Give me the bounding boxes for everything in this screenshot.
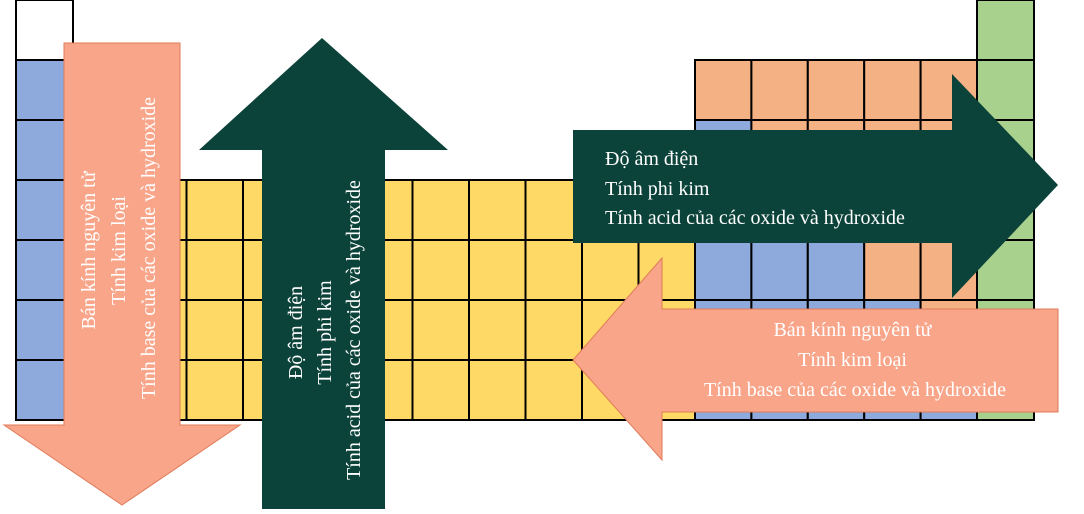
p-block-cell [694,59,753,121]
p-block-cell [694,239,753,301]
arrow-right-trend: Độ âm điện Tính phi kim Tính acid của cá… [573,74,1058,298]
arrow-left-trend: Bán kính nguyên tử Tính kim loại Tính ba… [572,256,1059,462]
d-block-cell [185,239,244,301]
arrow-left-line-2: Tính kim loại [798,349,907,371]
hydrogen-cell [15,0,74,61]
arrow-right-line-3: Tính acid của các oxide và hydroxide [605,207,905,229]
arrow-up-line-1: Độ âm điện [285,286,307,379]
d-block-cell [185,359,244,421]
arrow-left-text: Bán kính nguyên tử Tính kim loại Tính ba… [704,319,1006,401]
d-block-cell [524,239,583,301]
arrow-down-shape [2,42,242,506]
noble-gas-cell [976,0,1035,61]
d-block-cell [411,179,470,241]
arrow-right-shape [573,74,1058,298]
d-block-cell [468,359,527,421]
arrow-up-trend: Độ âm điện Tính phi kim Tính acid của cá… [199,38,448,509]
d-block-cell [468,239,527,301]
p-block-cell [863,59,922,121]
arrow-right-line-2: Tính phi kim [605,178,710,200]
noble-gas-cell [976,59,1035,121]
p-block-cell [863,239,922,301]
arrow-up-line-2: Tính phi kim [314,280,336,385]
d-block-cell [524,359,583,421]
p-block-cell [750,239,809,301]
arrow-up-line-3: Tính acid của các oxide và hydroxide [343,180,365,480]
arrow-right-line-1: Độ âm điện [605,148,698,170]
d-block-cell [411,239,470,301]
arrow-up-shape [199,38,448,509]
d-block-cell [411,299,470,361]
p-block-cell [750,59,809,121]
arrow-left-shape [572,256,1059,462]
d-block-cell [411,359,470,421]
d-block-cell [581,239,640,301]
arrow-down-trend: Bán kính nguyên tử Tính kim loại Tính ba… [2,42,242,506]
d-block-cell [524,299,583,361]
arrow-down-line-2: Tính kim loại [108,196,130,305]
arrow-left-line-3: Tính base của các oxide và hydroxide [704,379,1006,401]
arrow-down-line-3: Tính base của các oxide và hydroxide [138,97,160,399]
d-block-cell [468,299,527,361]
d-block-cell [468,179,527,241]
d-block-cell [185,299,244,361]
p-block-cell [806,239,866,301]
p-block-cell [806,59,866,121]
arrow-down-line-1: Bán kính nguyên tử [78,170,100,329]
arrow-up-text: Độ âm điện Tính phi kim Tính acid của cá… [285,180,365,480]
arrow-right-text: Độ âm điện Tính phi kim Tính acid của cá… [605,148,905,229]
arrow-left-line-1: Bán kính nguyên tử [773,319,932,341]
d-block-cell [185,179,244,241]
arrow-down-text: Bán kính nguyên tử Tính kim loại Tính ba… [78,97,160,399]
